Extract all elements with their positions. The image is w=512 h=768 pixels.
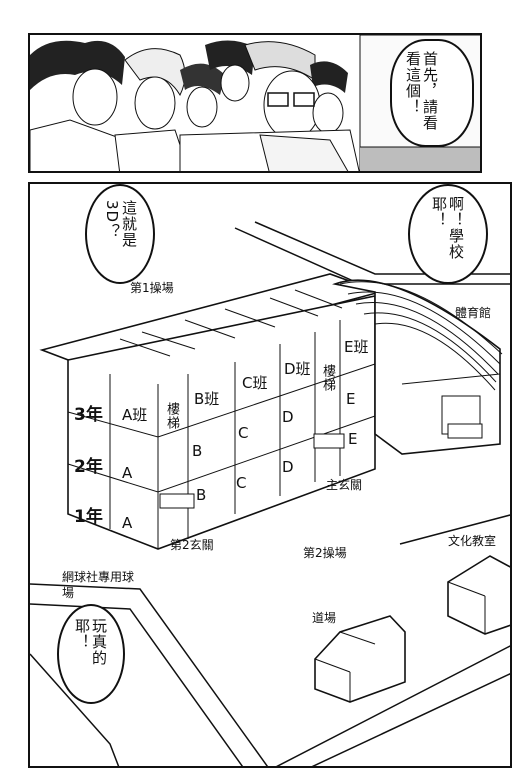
label-stairs-right: 樓梯 (320, 364, 335, 392)
speech-bubble-right: 啊！學校耶！ (408, 184, 488, 284)
label-entrance-2: 第2玄關 (170, 538, 214, 552)
panel-gutter (0, 173, 512, 182)
speech-bubble-bottom: 玩真的耶！ (57, 604, 125, 704)
class-2-b: B (192, 442, 203, 460)
class-1-c: C (236, 474, 247, 492)
label-tennis-court: 網球社專用球場 (62, 570, 135, 600)
speech-text-top: 首先，請看看這個！ (404, 51, 439, 131)
speech-text-left: 這就是3D？ (103, 200, 138, 248)
label-gym: 體育館 (455, 306, 492, 320)
speech-bubble-top: 首先，請看看這個！ (390, 39, 474, 147)
grade-3: 3年 (74, 405, 103, 425)
speech-bubble-left: 這就是3D？ (85, 184, 155, 284)
class-3-a: A班 (122, 406, 148, 424)
label-culture-room: 文化教室 (448, 534, 497, 548)
class-1-d: D (282, 458, 294, 476)
class-3-b: B班 (194, 390, 220, 408)
speech-text-right: 啊！學校耶！ (430, 196, 465, 260)
label-field-2: 第2操場 (303, 546, 347, 560)
label-dojo: 道場 (312, 611, 337, 625)
speech-text-bottom: 玩真的耶！ (73, 618, 108, 666)
class-1-a: A (122, 514, 133, 532)
class-3-c: C班 (242, 374, 268, 392)
grade-2: 2年 (74, 457, 103, 477)
class-3-d: D班 (284, 360, 311, 378)
class-2-d: D (282, 408, 294, 426)
class-2-e: E (346, 390, 356, 408)
class-1-b: B (196, 486, 207, 504)
map-panel: 這就是3D？ 啊！學校耶！ 玩真的耶！ 第1操場 體育館 主玄關 第2玄關 第2… (28, 182, 512, 768)
class-3-e-extra: E (348, 430, 358, 448)
class-2-c: C (238, 424, 249, 442)
class-2-a: A (122, 464, 133, 482)
label-field-1: 第1操場 (130, 281, 174, 295)
label-stairs-left: 樓梯 (164, 402, 179, 430)
top-panel: 首先，請看看這個！ (28, 33, 482, 173)
label-main-entrance: 主玄關 (326, 478, 363, 492)
class-3-e: E班 (344, 338, 369, 356)
school-map-drawing (30, 221, 510, 766)
grade-1: 1年 (74, 507, 103, 527)
